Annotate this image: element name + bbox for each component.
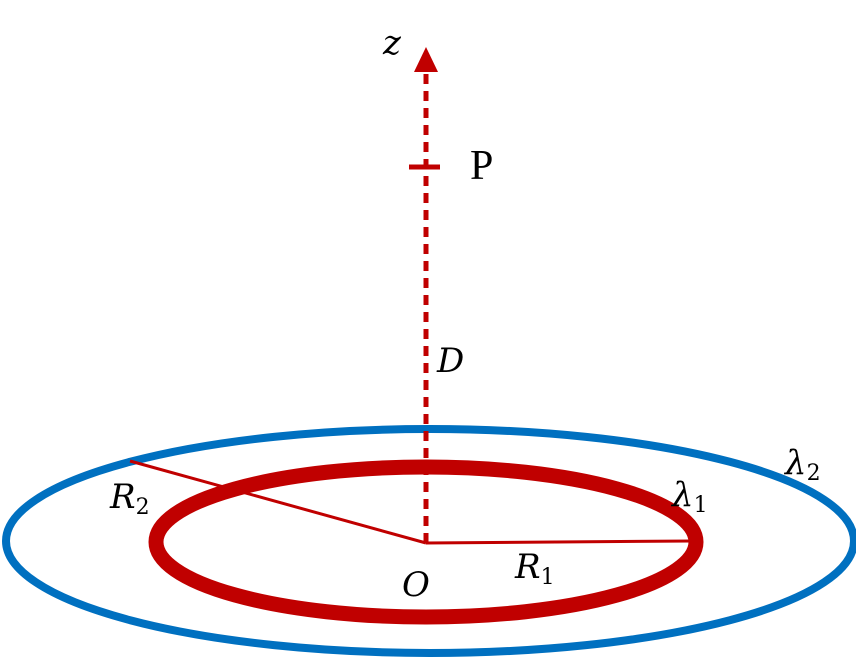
lambda2-label: λ2 <box>785 446 821 485</box>
r1-subscript: 1 <box>540 565 555 590</box>
origin-label: O <box>402 565 430 605</box>
lambda2-symbol: λ <box>785 443 807 483</box>
lambda2-subscript: 2 <box>806 461 821 486</box>
r1-symbol: R <box>515 547 541 587</box>
lambda1-symbol: λ <box>672 475 694 515</box>
z-axis-label: z <box>383 23 401 63</box>
point-p-label: P <box>470 143 494 189</box>
r2-subscript: 2 <box>135 495 150 520</box>
radius-r2-line <box>129 459 427 545</box>
distance-label: D <box>437 341 465 381</box>
outer-ring <box>2 425 856 657</box>
r2-symbol: R <box>110 477 136 517</box>
radius-r2-label: R2 <box>110 480 150 519</box>
radius-r1-line <box>425 539 693 545</box>
lambda1-subscript: 1 <box>693 493 708 518</box>
z-axis-arrowhead <box>414 47 438 72</box>
radius-r1-label: R1 <box>515 550 555 589</box>
lambda1-label: λ1 <box>672 478 708 517</box>
